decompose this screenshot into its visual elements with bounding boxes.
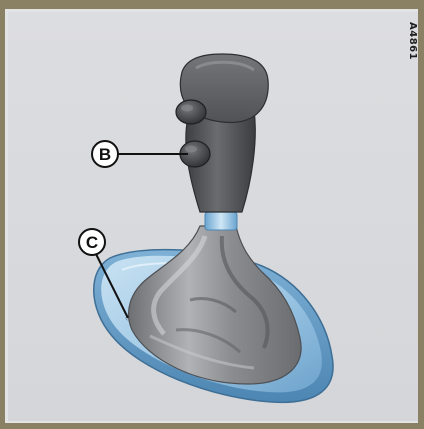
gear-collar xyxy=(205,212,237,230)
upper-knob-button xyxy=(176,100,206,124)
callout-b: B xyxy=(92,141,188,167)
callout-b-label: B xyxy=(99,145,111,164)
gear-knob xyxy=(180,54,268,212)
callout-c-label: C xyxy=(86,233,98,252)
figure-reference-code: A4861 xyxy=(398,22,418,82)
